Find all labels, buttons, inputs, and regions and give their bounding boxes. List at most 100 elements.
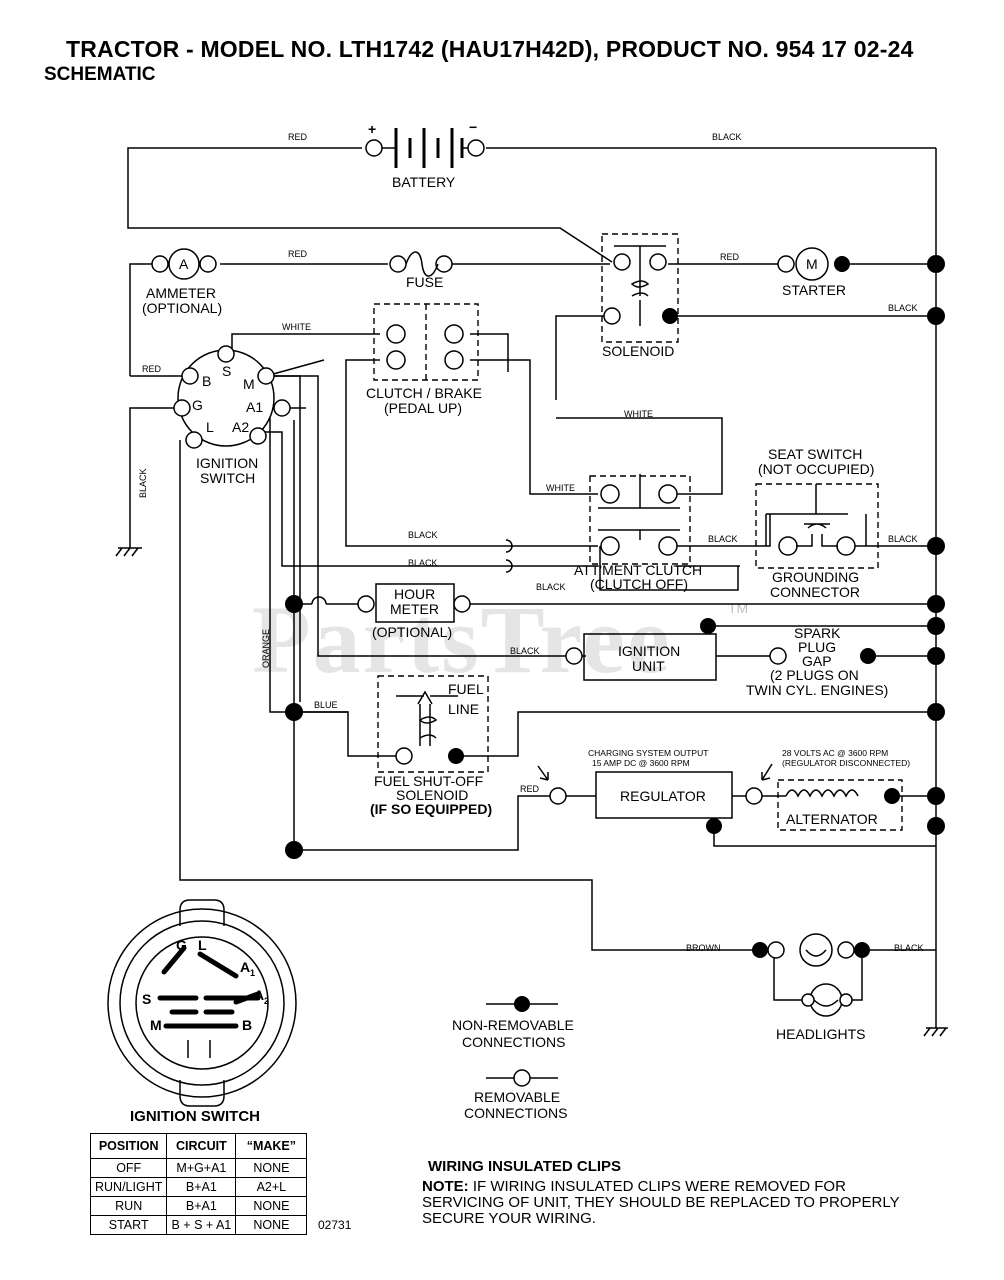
wire-label-orange: ORANGE	[261, 629, 271, 668]
terminal-l: L	[206, 419, 214, 435]
headlights: HEADLIGHTS	[752, 933, 870, 1042]
wire-label-red: RED	[142, 364, 162, 374]
clutch-brake-label: CLUTCH / BRAKE	[366, 385, 482, 401]
wire-label-black: BLACK	[408, 558, 438, 568]
face-b: B	[242, 1017, 252, 1033]
terminal-g: G	[192, 397, 203, 413]
fuel-shutoff-solenoid: FUEL LINE FUEL SHUT-OFF SOLENOID (IF SO …	[370, 675, 492, 817]
removable-label-2: CONNECTIONS	[464, 1105, 567, 1121]
table-cell: NONE	[235, 1215, 308, 1235]
grounding-connector-2: CONNECTOR	[770, 584, 860, 600]
table-header: POSITION	[89, 1133, 168, 1159]
wire-label-red: RED	[288, 249, 308, 259]
ignition-switch: B S M G A1 L A2 IGNITION SWITCH	[173, 345, 291, 486]
hour-meter-label-2: METER	[390, 601, 439, 617]
fuse-label: FUSE	[406, 274, 443, 290]
table-cell: M+G+A1	[166, 1158, 237, 1178]
figure-number: 02731	[318, 1218, 352, 1232]
wire-crossovers	[311, 539, 513, 605]
table-cell: B+A1	[166, 1196, 237, 1216]
table-cell: B+A1	[166, 1177, 237, 1197]
ammeter: A AMMETER (OPTIONAL)	[142, 248, 222, 316]
attment-clutch-sub: (CLUTCH OFF)	[590, 576, 688, 592]
attachment-clutch-switch: ATT'MENT CLUTCH (CLUTCH OFF)	[574, 474, 702, 592]
regulator-label: REGULATOR	[620, 788, 706, 804]
table-row: RUN B+A1 NONE	[89, 1196, 308, 1216]
clutch-brake-switch: CLUTCH / BRAKE (PEDAL UP)	[366, 303, 482, 416]
fuel-solenoid-label-3: (IF SO EQUIPPED)	[370, 801, 492, 817]
ignition-unit: IGNITION UNIT	[565, 618, 717, 681]
clips-note-text: IF WIRING INSULATED CLIPS WERE REMOVED F…	[422, 1178, 900, 1227]
grounding-connector-1: GROUNDING	[772, 569, 859, 585]
fuel-solenoid-label-1: FUEL SHUT-OFF	[374, 773, 483, 789]
table-cell: RUN/LIGHT	[89, 1177, 168, 1197]
clips-title: WIRING INSULATED CLIPS	[428, 1158, 622, 1175]
battery-plus-label: +	[368, 121, 376, 137]
fuel-line-label-2: LINE	[448, 701, 479, 717]
ammeter-letter: A	[179, 256, 189, 272]
wire-label-black: BLACK	[708, 534, 738, 544]
wire-label-red: RED	[288, 132, 308, 142]
junction-dots	[285, 255, 945, 859]
ignition-position-table: POSITION CIRCUIT “MAKE” OFF M+G+A1 NONE …	[89, 1133, 308, 1235]
terminal-s: S	[222, 363, 231, 379]
clips-note: NOTE: IF WIRING INSULATED CLIPS WERE REM…	[422, 1179, 902, 1227]
non-removable-label-1: NON-REMOVABLE	[452, 1017, 574, 1033]
page-title: TRACTOR - MODEL NO. LTH1742 (HAU17H42D),…	[66, 36, 914, 62]
starter-label: STARTER	[782, 282, 846, 298]
wire-label-black: BLACK	[138, 468, 148, 498]
face-l: L	[198, 937, 207, 953]
table-cell: NONE	[235, 1196, 308, 1216]
wire-label-brown: BROWN	[686, 943, 721, 953]
table-header: “MAKE”	[235, 1133, 308, 1159]
ammeter-label: AMMETER	[146, 285, 216, 301]
volts-ac-2: (REGULATOR DISCONNECTED)	[782, 758, 910, 768]
page-subtitle: SCHEMATIC	[44, 64, 156, 85]
spark-label-4: (2 PLUGS ON	[770, 667, 859, 683]
volts-ac-1: 28 VOLTS AC @ 3600 RPM	[782, 748, 888, 758]
ignition-table-title: IGNITION SWITCH	[130, 1108, 260, 1125]
terminal-a1: A1	[246, 399, 263, 415]
wire-label-black: BLACK	[536, 582, 566, 592]
ammeter-optional: (OPTIONAL)	[142, 300, 222, 316]
wires	[115, 147, 948, 1037]
wire-label-black: BLACK	[888, 303, 918, 313]
fuel-line-label-1: FUEL	[448, 681, 484, 697]
wire-label-black: BLACK	[712, 132, 742, 142]
removable-symbol	[513, 1069, 531, 1087]
table-cell: A2+L	[235, 1177, 308, 1197]
table-cell: START	[89, 1215, 168, 1235]
headlights-label: HEADLIGHTS	[776, 1026, 865, 1042]
clips-note-label: NOTE:	[422, 1178, 469, 1195]
ignition-unit-label-2: UNIT	[632, 658, 665, 674]
face-a2: A	[254, 987, 264, 1003]
hour-meter: HOUR METER (OPTIONAL)	[357, 583, 471, 640]
seat-switch-label: SEAT SWITCH	[768, 446, 862, 462]
clutch-brake-sub: (PEDAL UP)	[384, 400, 462, 416]
terminal-b: B	[202, 373, 211, 389]
table-header: CIRCUIT	[166, 1133, 237, 1159]
battery-minus-label: −	[469, 119, 477, 135]
terminal-a2: A2	[232, 419, 249, 435]
wire-label-white: WHITE	[546, 483, 575, 493]
charging-output-1: CHARGING SYSTEM OUTPUT	[588, 748, 708, 758]
wire-label-black: BLACK	[888, 534, 918, 544]
table-row: START B + S + A1 NONE	[89, 1215, 308, 1235]
regulator: REGULATOR CHARGING SYSTEM OUTPUT 15 AMP …	[537, 748, 910, 834]
non-removable-symbol	[514, 996, 530, 1012]
table-row: RUN/LIGHT B+A1 A2+L	[89, 1177, 308, 1197]
face-a2-sub: 2	[264, 996, 269, 1006]
seat-switch: SEAT SWITCH (NOT OCCUPIED) GROUNDING CON…	[755, 446, 879, 600]
alternator: ALTERNATOR	[777, 779, 903, 831]
wire-label-black: BLACK	[408, 530, 438, 540]
alternator-label: ALTERNATOR	[786, 811, 878, 827]
ignition-unit-label-1: IGNITION	[618, 643, 680, 659]
starter: M STARTER	[777, 247, 850, 298]
face-m: M	[150, 1017, 162, 1033]
spark-label-2: PLUG	[798, 639, 836, 655]
spark-plug-gap: SPARK PLUG GAP (2 PLUGS ON TWIN CYL. ENG…	[746, 625, 888, 698]
spark-label-1: SPARK	[794, 625, 841, 641]
spark-label-5: TWIN CYL. ENGINES)	[746, 682, 888, 698]
table-cell: B + S + A1	[166, 1215, 237, 1235]
